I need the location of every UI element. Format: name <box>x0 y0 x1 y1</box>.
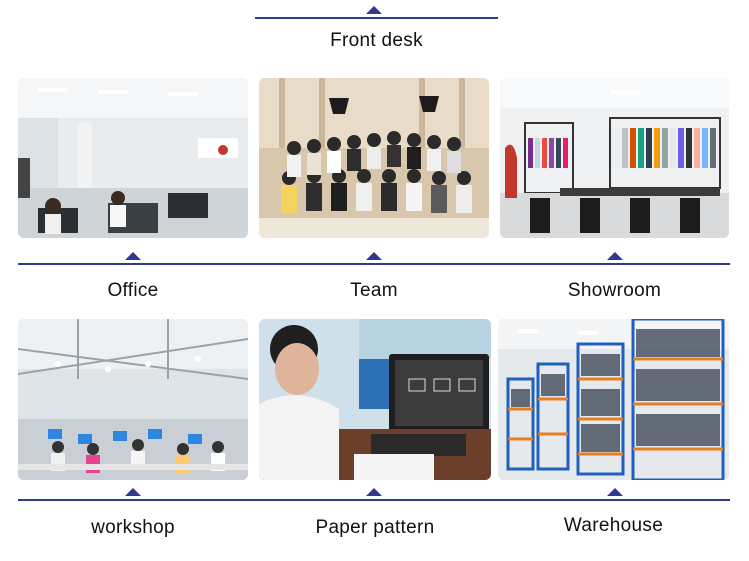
header-divider <box>255 17 498 19</box>
triangle-marker-icon <box>607 488 623 496</box>
triangle-marker-icon <box>125 488 141 496</box>
triangle-marker-icon <box>607 252 623 260</box>
paper-pattern-photo <box>259 319 491 480</box>
triangle-marker-icon <box>366 252 382 260</box>
section-label-team: Team <box>350 280 398 301</box>
section-label-workshop: workshop <box>91 517 175 538</box>
team-photo <box>259 78 489 238</box>
triangle-marker-icon <box>366 488 382 496</box>
row1-divider <box>18 263 730 265</box>
triangle-marker-icon <box>125 252 141 260</box>
triangle-marker-icon <box>366 6 382 14</box>
section-label-office: Office <box>107 280 159 301</box>
section-label-warehouse: Warehouse <box>563 515 664 536</box>
showroom-photo <box>500 78 729 238</box>
office-photo <box>18 78 248 238</box>
section-label-showroom: Showroom <box>567 280 662 301</box>
page-title: Front desk <box>330 30 423 51</box>
warehouse-photo <box>498 319 729 480</box>
row2-divider <box>18 499 730 501</box>
section-label-paper-pattern: Paper pattern <box>315 517 435 538</box>
workshop-photo <box>18 319 248 480</box>
